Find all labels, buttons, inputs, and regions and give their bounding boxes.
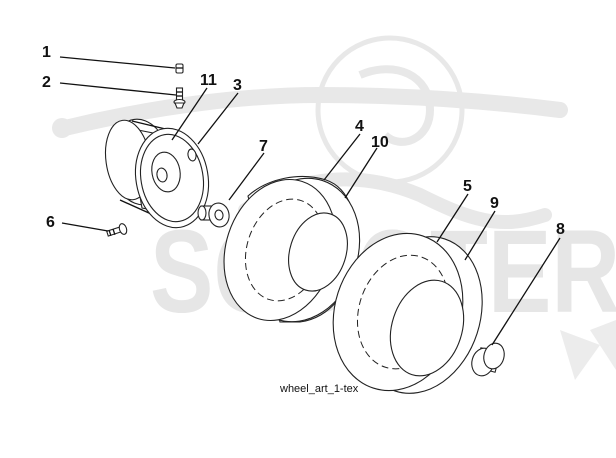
callout-6: 6 (46, 214, 55, 231)
leader-4 (323, 133, 361, 181)
callout-8: 8 (556, 221, 565, 238)
callout-7: 7 (259, 138, 268, 155)
callout-1: 1 (42, 44, 51, 61)
callouts: 1 2 11 3 4 10 7 6 5 9 8 (42, 44, 565, 238)
callout-5: 5 (463, 178, 472, 195)
leader-2 (59, 82, 177, 96)
callout-2: 2 (42, 74, 51, 91)
leader-9 (464, 210, 496, 261)
watermark-emblem (52, 35, 616, 380)
leader-6 (61, 222, 109, 232)
callout-10: 10 (371, 134, 389, 151)
callout-9: 9 (490, 195, 499, 212)
part-valve-stem (173, 87, 186, 109)
leader-1 (59, 56, 176, 69)
leader-lines (59, 56, 561, 346)
leader-3 (197, 92, 239, 145)
leader-7 (228, 152, 265, 201)
callout-4: 4 (355, 118, 364, 135)
callout-3: 3 (233, 77, 242, 94)
part-rim (104, 118, 210, 229)
leader-5 (436, 193, 469, 243)
part-valve-cap (175, 63, 184, 74)
part-bushing (197, 202, 230, 228)
leader-10 (344, 147, 378, 199)
leader-8 (491, 237, 561, 346)
leader-11 (171, 87, 208, 141)
part-end-cap (471, 342, 505, 377)
part-front-tire (223, 175, 361, 323)
figure-caption: wheel_art_1-tex (279, 383, 359, 395)
part-rear-tire (332, 232, 483, 394)
part-screw (106, 223, 128, 237)
callout-11: 11 (200, 72, 217, 89)
